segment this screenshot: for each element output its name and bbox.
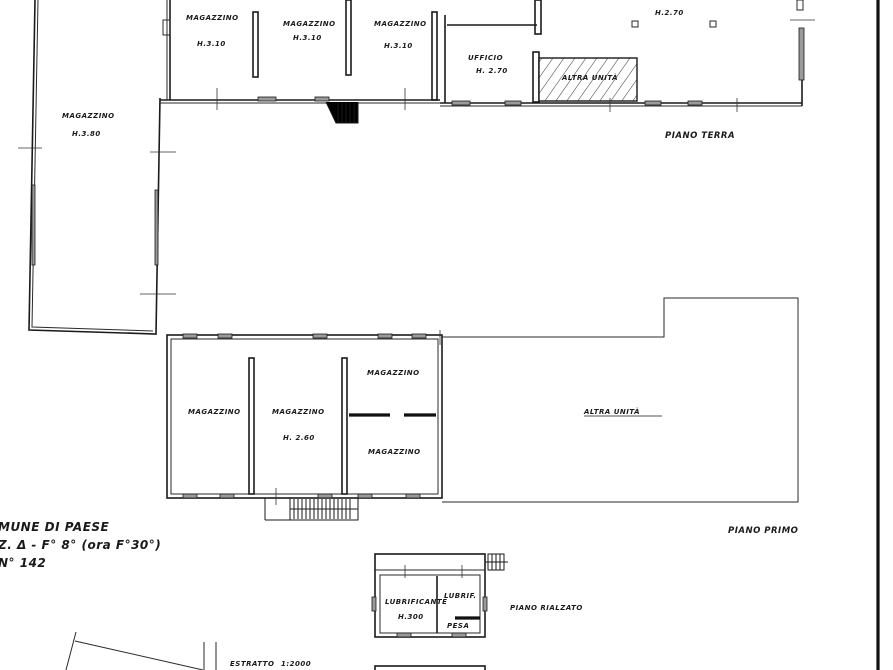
room-name: MAGAZZINO — [367, 369, 420, 377]
header-note-line-3: N° 142 — [0, 556, 46, 570]
room-name: ALTRA UNITÀ — [583, 407, 640, 416]
room-name: MAGAZZINO — [188, 408, 241, 416]
room-height: H.3.80 — [72, 130, 101, 138]
room-name: MAGAZZINO — [368, 448, 421, 456]
cadastral-extract — [65, 631, 217, 670]
room-height: H.3.10 — [384, 42, 413, 50]
header-note-line-2: Z. Δ - F° 8° (ora F°30°) — [0, 538, 161, 552]
room-name: MAGAZZINO — [62, 112, 115, 120]
staircase-ground — [325, 101, 359, 124]
room-name: MAGAZZINO — [283, 20, 336, 28]
extract-label: ESTRATTO — [230, 660, 274, 668]
room-name: PESA — [447, 622, 469, 630]
raised-floor-plan — [371, 553, 508, 670]
room-name: LUBRIF. — [444, 592, 477, 600]
raised-floor-title: PIANO RIALZATO — [510, 604, 583, 612]
first-floor-title: PIANO PRIMO — [728, 526, 798, 536]
first-floor-plan — [166, 297, 799, 521]
room-name: MAGAZZINO — [186, 14, 239, 22]
room-height: H.2.70 — [655, 9, 684, 17]
room-height: H.300 — [398, 613, 424, 621]
room-name: MAGAZZINO — [272, 408, 325, 416]
room-name: LUBRIFICANTE — [385, 598, 447, 606]
altra-unita-hatched-area — [538, 57, 638, 102]
room-name: ALTRA UNITÀ — [561, 73, 618, 82]
room-height: H. 2.60 — [283, 434, 315, 442]
header-note-line-1: MUNE DI PAESE — [0, 520, 110, 534]
room-height: H. 2.70 — [476, 67, 508, 75]
room-height: H.3.10 — [197, 40, 226, 48]
extract-scale: 1:2000 — [281, 660, 311, 668]
ground-floor-plan — [18, 0, 815, 335]
room-height: H.3.10 — [293, 34, 322, 42]
ground-floor-title: PIANO TERRA — [665, 131, 735, 141]
staircase-raised — [485, 553, 508, 571]
room-name: MAGAZZINO — [374, 20, 427, 28]
staircase-first — [264, 497, 359, 521]
room-name: UFFICIO — [468, 54, 503, 62]
